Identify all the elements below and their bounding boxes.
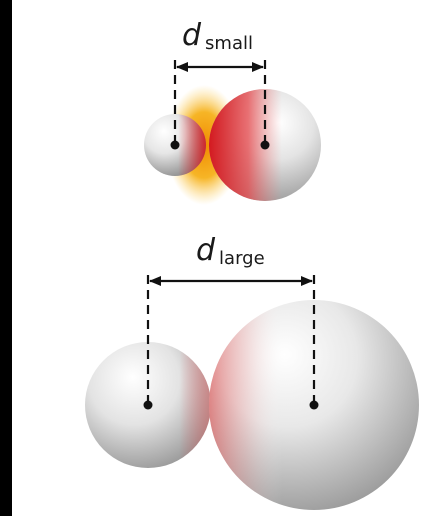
nucleus-dot bbox=[144, 401, 153, 410]
nucleus-dot bbox=[310, 401, 319, 410]
nucleus-dot bbox=[261, 141, 270, 150]
nucleus-dot bbox=[171, 141, 180, 150]
